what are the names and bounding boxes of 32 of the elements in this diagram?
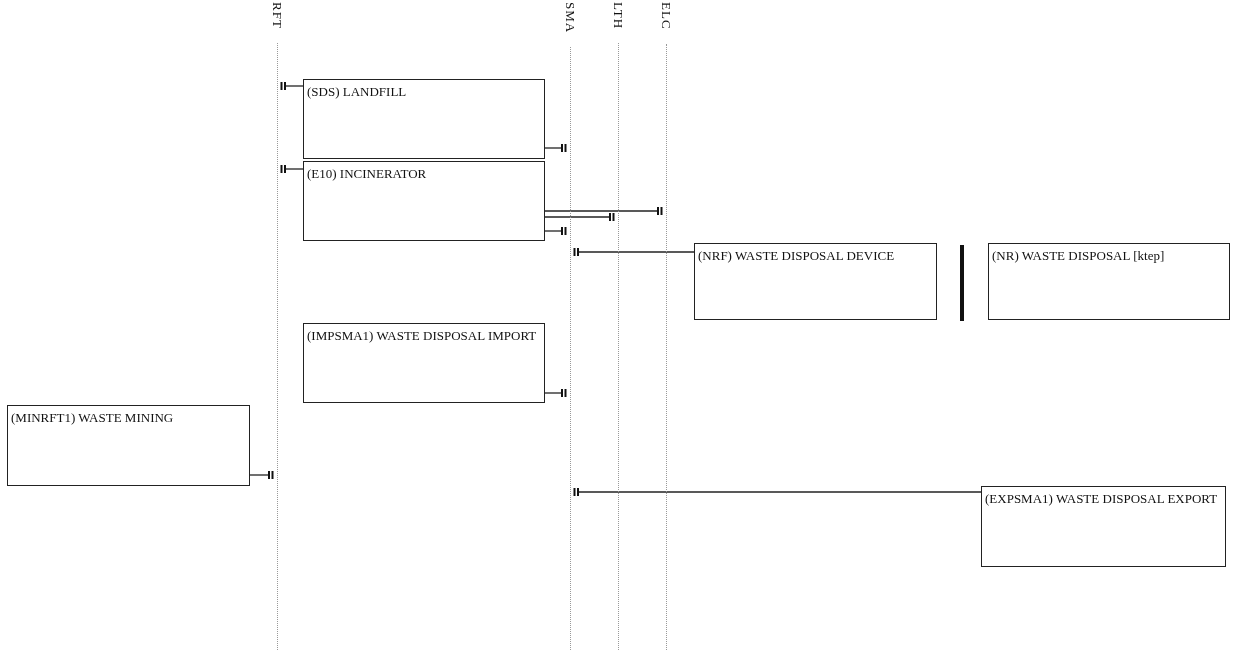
commodity-line (270, 2, 284, 650)
process-label: (E10) INCINERATOR (307, 165, 428, 182)
commodity-line (611, 2, 625, 650)
process-label: (SDS) LANDFILL (307, 83, 408, 100)
commodity-label: RFT (270, 2, 284, 29)
commodity-line (659, 2, 673, 650)
commodity-label: ELC (659, 2, 673, 30)
connector (573, 248, 695, 256)
connector (573, 488, 982, 496)
connector (544, 213, 615, 221)
process-label: (EXPSMA1) WASTE DISPOSAL EXPORT (985, 490, 1219, 507)
process-box (988, 243, 1230, 320)
connector (249, 471, 274, 479)
commodity-label: LTH (611, 2, 625, 30)
process-label: (NRF) WASTE DISPOSAL DEVICE (698, 247, 896, 264)
process-box (303, 79, 545, 159)
connector (544, 389, 567, 397)
commodity-label: SMA (563, 2, 577, 34)
connector (280, 165, 304, 173)
commodity-line (563, 2, 577, 650)
process-label: (NR) WASTE DISPOSAL [ktep] (992, 247, 1166, 264)
connector (544, 144, 567, 152)
process-label: (MINRFT1) WASTE MINING (11, 409, 175, 426)
process-box (981, 486, 1226, 567)
process-box (7, 405, 250, 486)
process-label: (IMPSMA1) WASTE DISPOSAL IMPORT (307, 327, 538, 344)
process-box (303, 161, 545, 241)
connector (544, 227, 567, 235)
process-box (694, 243, 937, 320)
connector (280, 82, 304, 90)
connector (544, 207, 663, 215)
process-box (303, 323, 545, 403)
